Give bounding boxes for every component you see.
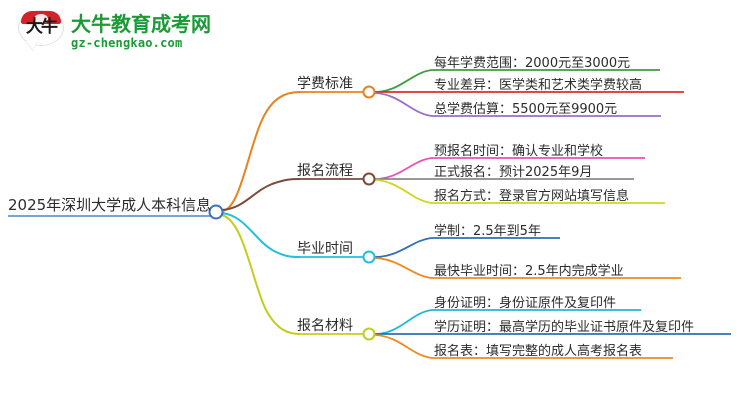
leaf-label-0-1[interactable]: 专业差异：医学类和艺术类学费较高	[434, 78, 643, 93]
leaf-label-1-0[interactable]: 预报名时间：确认专业和学校	[434, 144, 604, 159]
wire-b3-leaf-2	[374, 334, 673, 359]
logo-domain: gz-chengkao.com	[71, 35, 183, 50]
wire-root-branch-1	[221, 178, 301, 211]
branch-label-3[interactable]: 报名材料	[297, 318, 353, 334]
leaf-label-3-2[interactable]: 报名表：填写完整的成人高考报名表	[434, 344, 643, 359]
logo-site-name: 大牛教育成考网	[71, 11, 211, 36]
wire-root-branch-0	[221, 91, 301, 212]
logo-cap-icon	[21, 11, 61, 24]
leaf-label-3-1[interactable]: 学历证明：最高学历的毕业证书原件及复印件	[434, 320, 695, 335]
leaf-label-0-0[interactable]: 每年学费范围：2000元至3000元	[434, 56, 631, 71]
root-node-label[interactable]: 2025年深圳大学成人本科信息	[8, 196, 212, 214]
wire-b2-leaf-0	[374, 237, 560, 258]
root-node-circle[interactable]	[208, 204, 224, 220]
branch-node-circle-2[interactable]	[362, 250, 376, 264]
wire-root-branch-2	[221, 212, 301, 258]
leaf-label-1-2[interactable]: 报名方式：登录官方网站填写信息	[434, 189, 630, 204]
site-logo: 大牛 大牛教育成考网 gz-chengkao.com	[18, 10, 211, 52]
branch-label-2[interactable]: 毕业时间	[297, 241, 353, 257]
branch-node-circle-0[interactable]	[362, 85, 376, 99]
leaf-label-3-0[interactable]: 身份证明：身份证原件及复印件	[434, 296, 617, 311]
branch-node-circle-3[interactable]	[362, 327, 376, 341]
leaf-label-2-1[interactable]: 最快毕业时间：2.5年内完成学业	[434, 264, 624, 279]
wire-b2-leaf-1	[374, 257, 681, 279]
branch-node-circle-1[interactable]	[362, 172, 376, 186]
branch-label-0[interactable]: 学费标准	[297, 76, 353, 92]
logo-bubble-icon: 大牛	[18, 10, 64, 52]
wire-b0-leaf-2	[374, 92, 661, 117]
logo-mark-text: 大牛	[26, 17, 58, 37]
leaf-label-0-2[interactable]: 总学费估算：5500元至9900元	[434, 102, 618, 117]
leaf-label-1-1[interactable]: 正式报名：预计2025年9月	[434, 165, 593, 180]
branch-label-1[interactable]: 报名流程	[297, 163, 353, 179]
leaf-label-2-0[interactable]: 学制：2.5年到5年	[434, 224, 541, 239]
wire-root-branch-3	[221, 214, 301, 335]
wire-b1-leaf-2	[374, 179, 665, 204]
